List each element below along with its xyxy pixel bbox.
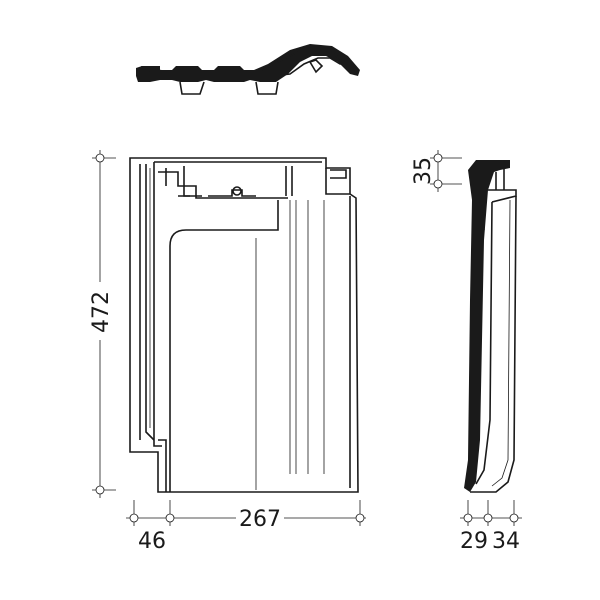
height-dimension: 472	[89, 150, 116, 498]
top-offset-label: 35	[411, 157, 436, 185]
profile-a-label: 29	[460, 529, 488, 554]
top-profile-view	[136, 44, 360, 95]
width-dimension: 267 46	[126, 500, 366, 554]
left-offset-label: 46	[138, 529, 166, 554]
top-offset-dimension: 35	[411, 150, 462, 192]
width-label: 267	[239, 507, 281, 532]
tile-side-view	[464, 160, 517, 493]
tile-front-view	[129, 157, 359, 493]
profile-dimension: 29 34	[460, 500, 522, 554]
height-label: 472	[89, 291, 114, 333]
profile-b-label: 34	[492, 529, 520, 554]
